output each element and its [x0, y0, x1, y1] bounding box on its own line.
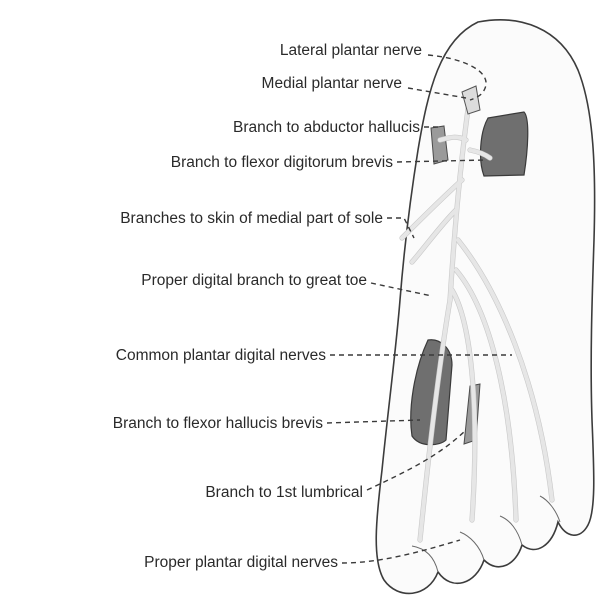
flexor-digitorum-brevis-muscle [481, 112, 528, 176]
label-branch-flexor-digitorum-brevis: Branch to flexor digitorum brevis [171, 154, 394, 171]
label-branch-abductor-hallucis: Branch to abductor hallucis [233, 119, 420, 136]
label-branch-flexor-hallucis-brevis: Branch to flexor hallucis brevis [113, 415, 323, 432]
label-common-plantar-digital-nerves: Common plantar digital nerves [116, 347, 326, 364]
label-proper-digital-branch-great-toe: Proper digital branch to great toe [141, 272, 367, 289]
label-lateral-plantar-nerve: Lateral plantar nerve [280, 42, 422, 59]
foot-outline [376, 20, 594, 594]
label-proper-plantar-digital-nerves: Proper plantar digital nerves [144, 554, 338, 571]
label-medial-plantar-nerve: Medial plantar nerve [262, 75, 402, 92]
label-branch-first-lumbrical: Branch to 1st lumbrical [205, 484, 363, 501]
label-branches-skin-medial-sole: Branches to skin of medial part of sole [120, 210, 383, 227]
